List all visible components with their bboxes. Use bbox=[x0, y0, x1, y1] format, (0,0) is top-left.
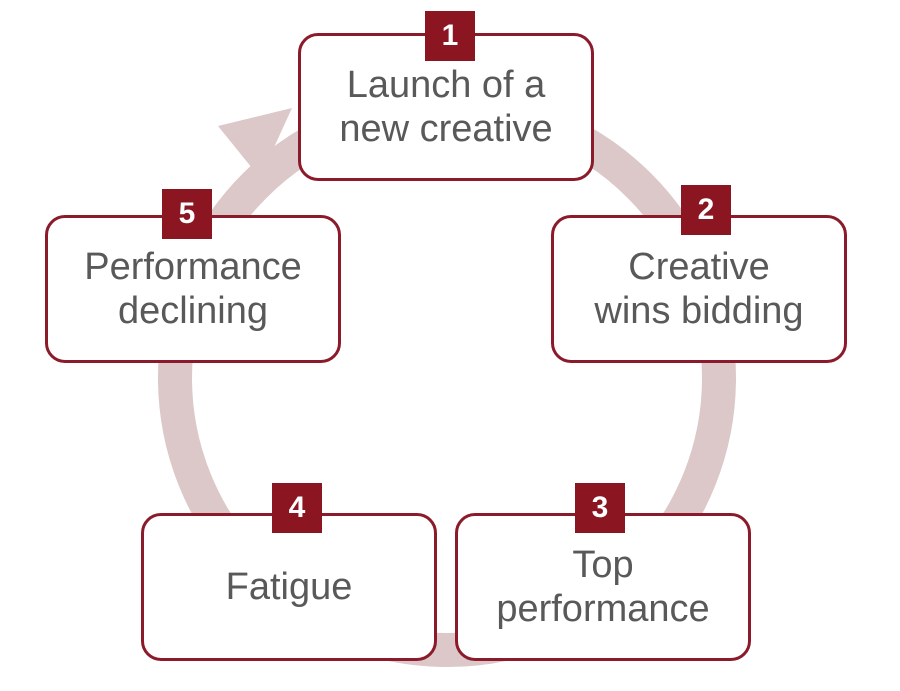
step-badge-4: 4 bbox=[272, 483, 322, 533]
step-1-label-line-2: new creative bbox=[339, 108, 553, 150]
step-4-label-line-1: Fatigue bbox=[225, 566, 353, 608]
step-badge-5: 5 bbox=[162, 189, 212, 239]
cycle-arrowhead bbox=[218, 108, 292, 178]
step-badge-1: 1 bbox=[425, 11, 475, 61]
step-1-label-line-1: Launch of a bbox=[346, 64, 546, 106]
step-3-label-line-2: performance bbox=[496, 588, 710, 630]
step-2-label-line-1: Creative bbox=[628, 246, 770, 288]
step-box-4: Fatigue bbox=[141, 513, 437, 661]
step-box-5: Performance declining bbox=[45, 215, 341, 363]
step-2-label-line-2: wins bidding bbox=[594, 290, 804, 332]
step-5-label-line-2: declining bbox=[118, 290, 268, 332]
step-badge-2: 2 bbox=[681, 185, 731, 235]
step-box-3: Top performance bbox=[455, 513, 751, 661]
step-5-label-line-1: Performance bbox=[84, 246, 302, 288]
step-3-label-line-1: Top bbox=[572, 544, 634, 586]
step-box-2: Creative wins bidding bbox=[551, 215, 847, 363]
step-badge-3: 3 bbox=[575, 483, 625, 533]
